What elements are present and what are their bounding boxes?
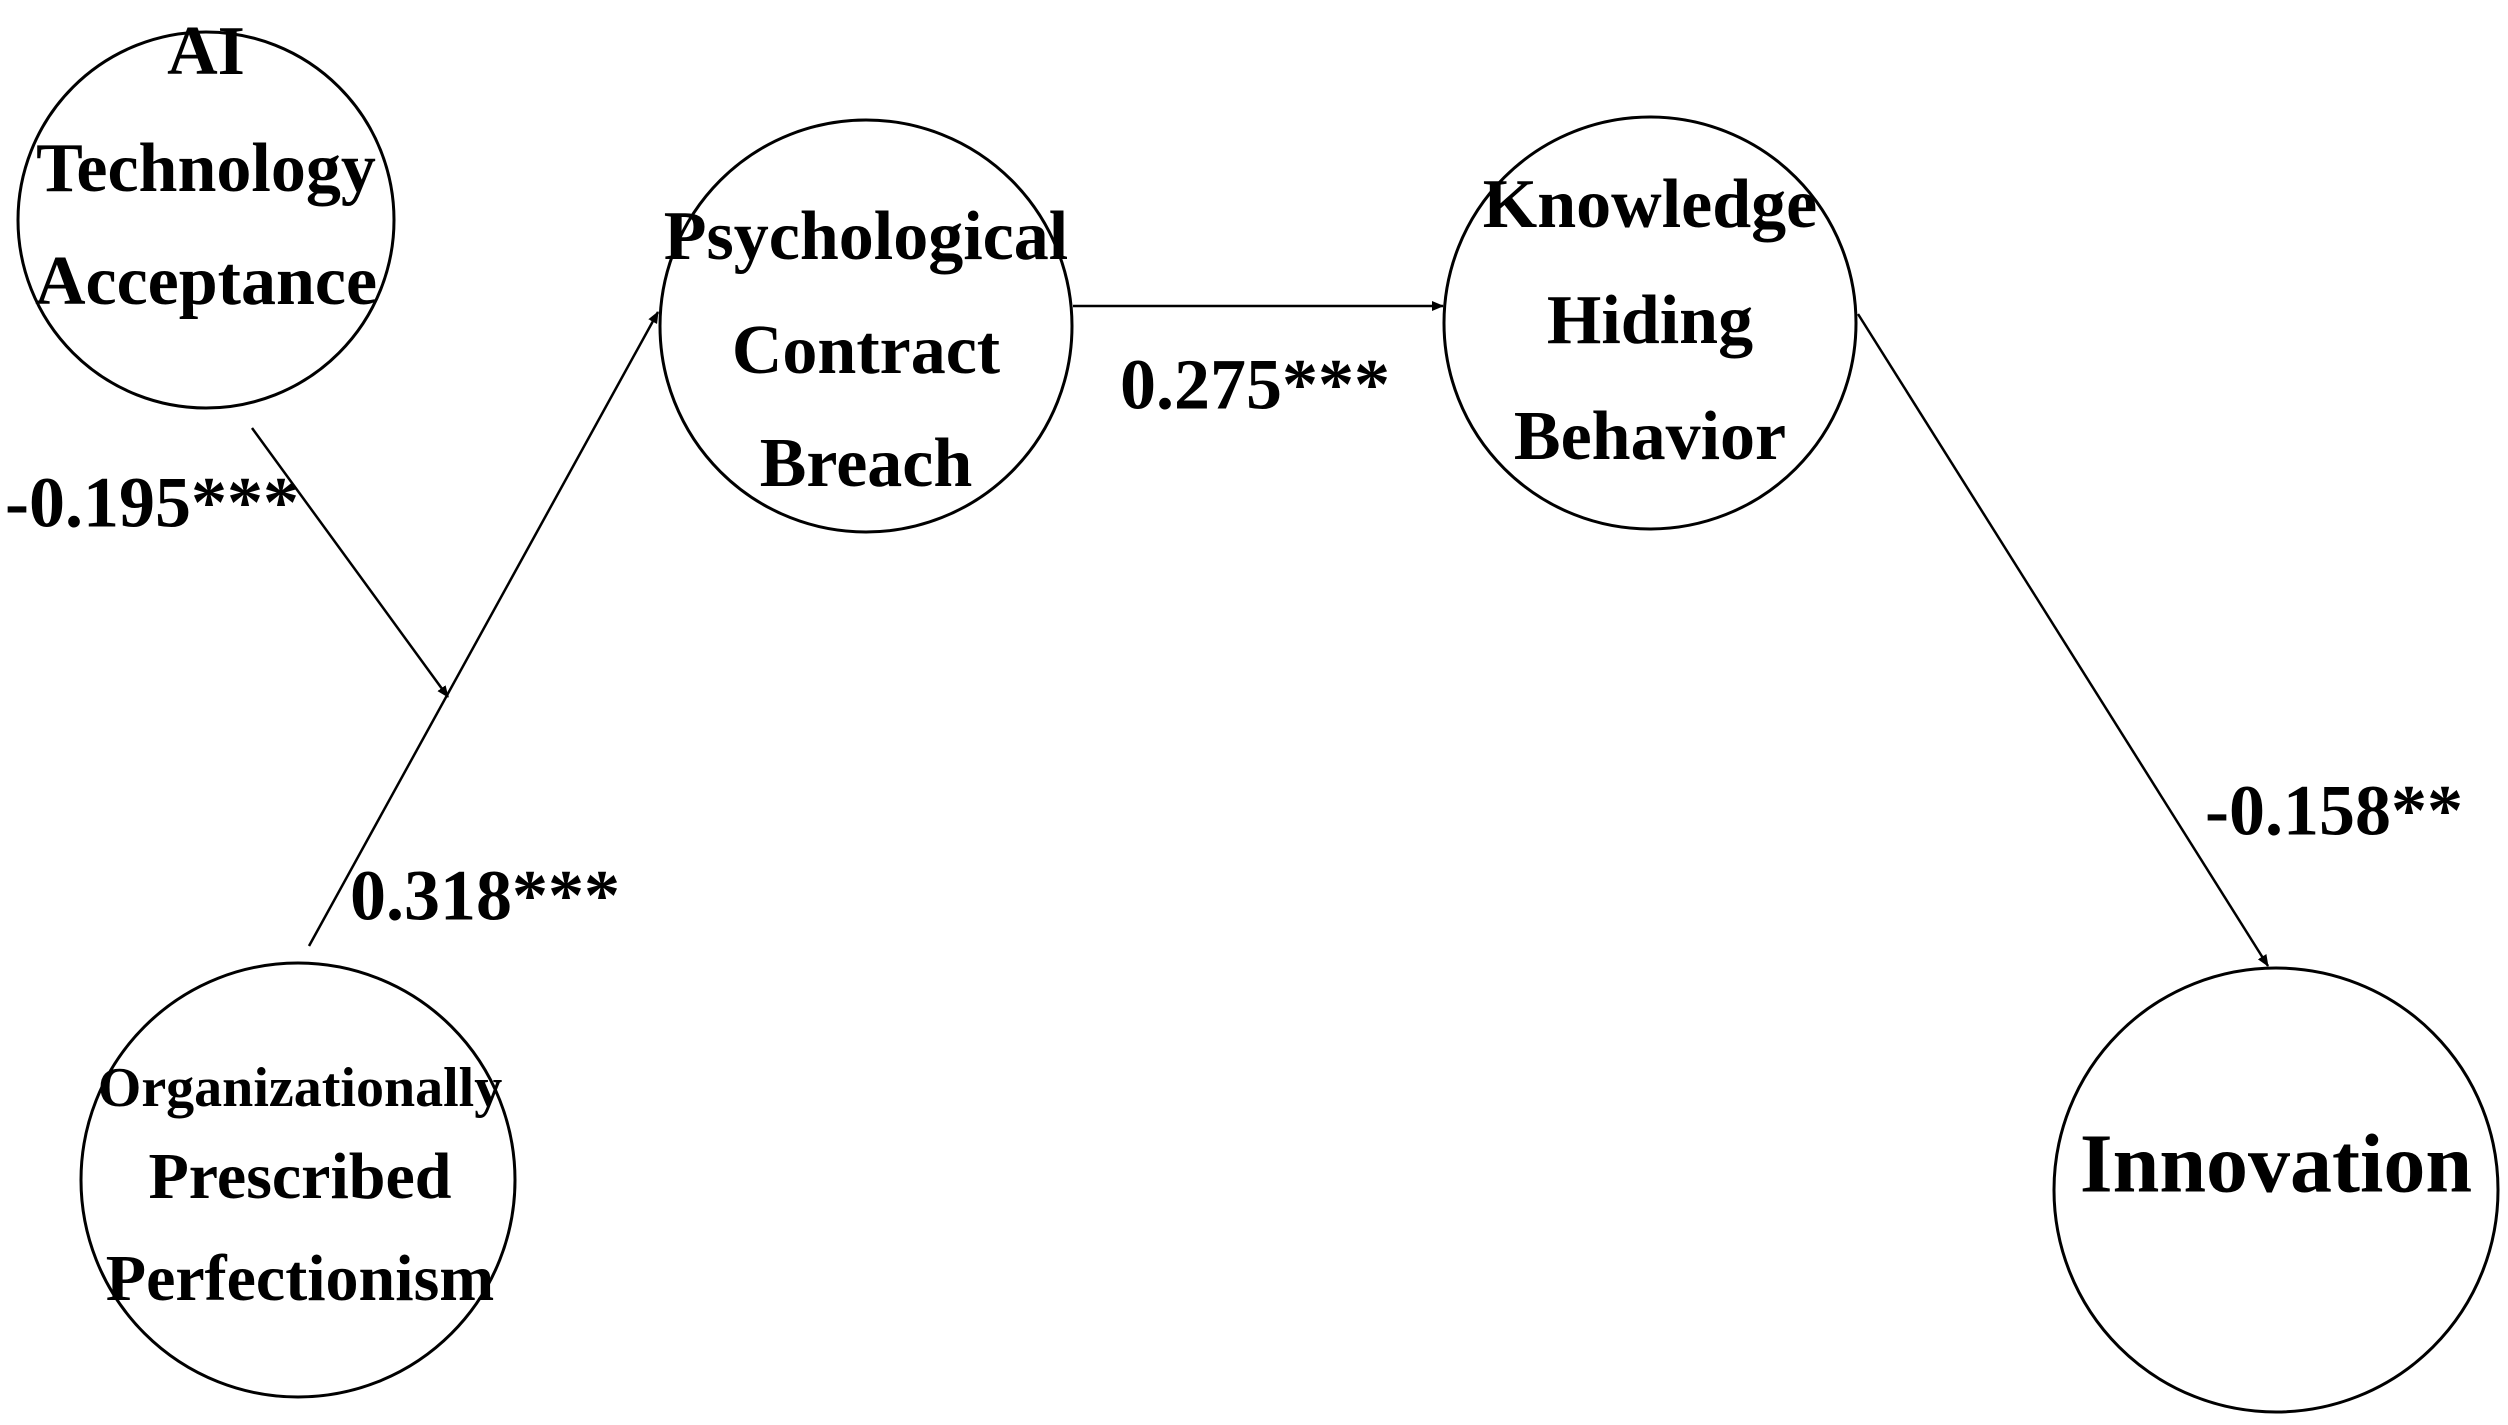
arrow-ai-acceptance-moderation bbox=[250, 427, 450, 698]
coefficient-perfectionism-to-breach: 0.318*** bbox=[350, 856, 620, 936]
node-circle bbox=[2052, 966, 2500, 1414]
node-circle bbox=[79, 961, 517, 1399]
node-label-line: Innovation bbox=[2080, 1117, 2472, 1210]
node-label-line: Organizationally bbox=[98, 1057, 502, 1119]
arrow-perfectionism-to-breach bbox=[307, 311, 660, 947]
coefficient-hiding-to-innovation: -0.158** bbox=[2205, 771, 2463, 851]
node-organizationally-prescribed-perfectionism: Organizationally Prescribed Perfectionis… bbox=[79, 961, 517, 1399]
node-innovation: Innovation bbox=[2052, 966, 2500, 1414]
node-label-line: Acceptance bbox=[35, 243, 377, 320]
arrow-hiding-to-innovation bbox=[1856, 313, 2270, 967]
node-ai-technology-acceptance: AI Technology Acceptance bbox=[16, 13, 396, 410]
node-knowledge-hiding-behavior: Knowledge Hiding Behavior bbox=[1442, 115, 1858, 531]
node-psychological-contract-breach: Psychological Contract Breach bbox=[658, 118, 1074, 534]
node-circle bbox=[16, 30, 396, 410]
node-circle bbox=[1442, 115, 1858, 531]
node-label-line: Breach bbox=[760, 425, 973, 502]
node-label-line: Psychological bbox=[664, 198, 1068, 275]
coefficient-breach-to-hiding: 0.275*** bbox=[1120, 345, 1390, 425]
node-label-line: Perfectionism bbox=[106, 1242, 495, 1315]
node-label-line: Contract bbox=[732, 312, 1000, 389]
node-label-line: Prescribed bbox=[148, 1140, 451, 1213]
node-label-line: Knowledge bbox=[1483, 166, 1817, 243]
node-circle bbox=[658, 118, 1074, 534]
node-label-line: Behavior bbox=[1514, 398, 1786, 475]
node-label-line: AI bbox=[167, 13, 245, 90]
node-label-line: Technology bbox=[36, 130, 376, 207]
node-label-line: Hiding bbox=[1547, 282, 1753, 359]
coefficient-moderation: -0.195*** bbox=[5, 463, 299, 543]
